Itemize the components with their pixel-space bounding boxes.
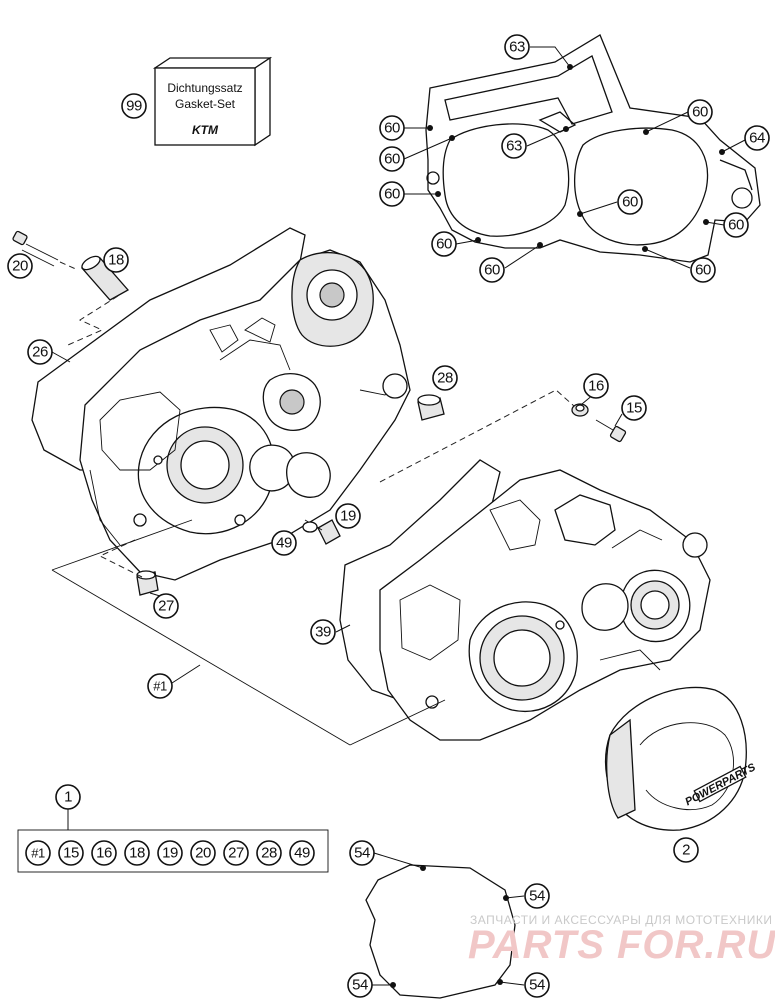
- svg-text:63: 63: [509, 39, 525, 56]
- screw-20-part: [12, 230, 59, 267]
- set-item-20[interactable]: 20: [190, 840, 216, 866]
- svg-text:60: 60: [384, 186, 400, 203]
- callout-54-a[interactable]: 54: [349, 840, 375, 866]
- svg-text:18: 18: [108, 252, 124, 269]
- callout-49[interactable]: 49: [271, 530, 297, 556]
- set-item-16[interactable]: 16: [91, 840, 117, 866]
- crankcase-gasket-top: [425, 34, 761, 263]
- svg-text:54: 54: [529, 888, 545, 905]
- callout-60-h[interactable]: 60: [690, 257, 716, 283]
- callout-39[interactable]: 39: [310, 619, 336, 645]
- callout-60-i[interactable]: 60: [723, 212, 749, 238]
- svg-text:39: 39: [315, 624, 331, 641]
- washer-16-part: [571, 403, 589, 417]
- watermark-caption: ЗАПЧАСТИ И АКСЕССУАРЫ ДЛЯ МОТОТЕХНИКИ: [470, 913, 772, 927]
- bolt-15-part: [595, 419, 627, 443]
- watermark-logo: PARTS FOR.RU: [468, 923, 775, 967]
- svg-text:54: 54: [354, 845, 370, 862]
- svg-text:15: 15: [626, 400, 642, 417]
- set-item-label: 20: [195, 845, 211, 862]
- left-crankcase-half: [79, 249, 411, 581]
- svg-text:#1: #1: [153, 679, 167, 694]
- set-item-label: 18: [129, 845, 145, 862]
- svg-text:63: 63: [506, 138, 522, 155]
- svg-text:54: 54: [529, 977, 545, 994]
- set-item-15[interactable]: 15: [58, 840, 84, 866]
- svg-text:20: 20: [12, 258, 28, 275]
- set-item-label: #1: [31, 846, 45, 861]
- kit-label-en: Gasket-Set: [175, 97, 236, 111]
- set-item-27[interactable]: 27: [223, 840, 249, 866]
- callout-2[interactable]: 2: [673, 837, 699, 863]
- gasket-kit-box: Dichtungssatz Gasket-Set KTM: [152, 56, 273, 147]
- callout-54-c[interactable]: 54: [347, 972, 373, 998]
- set-item-label: 19: [162, 845, 178, 862]
- callout-18[interactable]: 18: [103, 247, 129, 273]
- callout-63-top[interactable]: 63: [504, 34, 530, 60]
- set-item-19[interactable]: 19: [157, 840, 183, 866]
- set-item-28[interactable]: 28: [256, 840, 282, 866]
- svg-text:26: 26: [32, 344, 48, 361]
- callout-60-f[interactable]: 60: [431, 231, 457, 257]
- svg-text:60: 60: [692, 104, 708, 121]
- set-item-label: 28: [261, 845, 277, 862]
- callout-19[interactable]: 19: [335, 503, 361, 529]
- washer-49-part: [302, 521, 318, 533]
- callout-20[interactable]: 20: [7, 253, 33, 279]
- callout-63-inner[interactable]: 63: [501, 133, 527, 159]
- svg-text:60: 60: [695, 262, 711, 279]
- svg-text:1: 1: [64, 789, 72, 806]
- svg-text:60: 60: [484, 262, 500, 279]
- callout-64[interactable]: 64: [744, 125, 770, 151]
- svg-text:16: 16: [588, 378, 604, 395]
- svg-text:27: 27: [158, 598, 174, 615]
- callout-15[interactable]: 15: [621, 395, 647, 421]
- callout-60-e[interactable]: 60: [617, 189, 643, 215]
- callout-28[interactable]: 28: [432, 365, 458, 391]
- callout-16[interactable]: 16: [583, 373, 609, 399]
- callout-60-b[interactable]: 60: [379, 146, 405, 172]
- set-item-18[interactable]: 18: [124, 840, 150, 866]
- svg-text:60: 60: [384, 120, 400, 137]
- svg-text:60: 60: [622, 194, 638, 211]
- dowel-27-part: [136, 570, 159, 596]
- callout-26[interactable]: 26: [27, 339, 53, 365]
- callout-kit[interactable]: 99: [121, 93, 147, 119]
- svg-text:60: 60: [436, 236, 452, 253]
- callout-54-b[interactable]: 54: [524, 883, 550, 909]
- set-item-label: 16: [96, 845, 112, 862]
- ignition-cover-part: POWERPARTS: [604, 686, 758, 831]
- callout-60-d[interactable]: 60: [687, 99, 713, 125]
- stud-19-part: [304, 519, 341, 545]
- svg-text:99: 99: [126, 98, 142, 115]
- svg-text:49: 49: [276, 535, 292, 552]
- svg-text:28: 28: [437, 370, 453, 387]
- callout-60-c[interactable]: 60: [379, 181, 405, 207]
- set-item-49[interactable]: 49: [289, 840, 315, 866]
- set-contents-row: #1 15 16 18 19 20 27 28 49: [25, 840, 315, 866]
- set-item-label: 27: [228, 845, 244, 862]
- callout-60-g[interactable]: 60: [479, 257, 505, 283]
- right-crankcase-half: [379, 469, 711, 741]
- set-item-hash1[interactable]: #1: [25, 840, 51, 866]
- set-contents-box: [17, 829, 329, 873]
- svg-text:2: 2: [682, 842, 690, 859]
- svg-text:54: 54: [352, 977, 368, 994]
- svg-text:64: 64: [749, 130, 765, 147]
- kit-label-de: Dichtungssatz: [167, 81, 242, 95]
- callout-60-a[interactable]: 60: [379, 115, 405, 141]
- bushing-28-part: [417, 394, 445, 421]
- set-item-label: 49: [294, 845, 310, 862]
- dowel-18-part: [80, 255, 130, 301]
- svg-text:60: 60: [384, 151, 400, 168]
- callout-54-d[interactable]: 54: [524, 972, 550, 998]
- svg-text:60: 60: [728, 217, 744, 234]
- callout-crankcase-set[interactable]: #1: [147, 673, 173, 699]
- callout-27[interactable]: 27: [153, 593, 179, 619]
- svg-text:19: 19: [340, 508, 356, 525]
- set-item-label: 15: [63, 845, 79, 862]
- kit-brand-logo: KTM: [192, 123, 219, 137]
- callout-1[interactable]: 1: [55, 784, 81, 810]
